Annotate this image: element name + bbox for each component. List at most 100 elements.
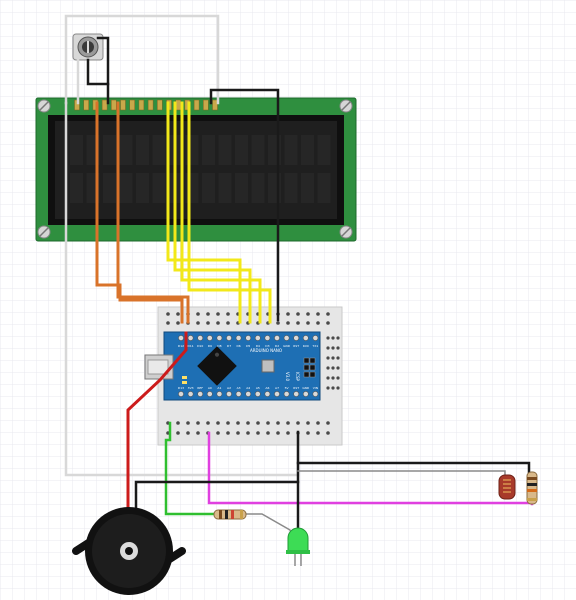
nano-pin-label: A1	[217, 386, 221, 390]
breadboard-hole	[226, 321, 230, 325]
lcd-header-pin	[212, 99, 218, 111]
breadboard-hole	[256, 431, 260, 435]
nano-pin-label: D2	[275, 344, 279, 348]
breadboard-hole	[266, 421, 270, 425]
nano-pin-top	[283, 335, 290, 341]
potentiometer	[72, 33, 104, 61]
breadboard-hole	[226, 312, 230, 316]
icsp-pin	[309, 371, 316, 378]
wire-yellow-3	[180, 101, 262, 324]
nano-pin-label: D7	[227, 344, 231, 348]
breadboard-hole	[236, 431, 240, 435]
nano-pin-label: A6	[265, 386, 269, 390]
nano-version-text: V3.0	[285, 372, 290, 382]
icsp-pin	[309, 357, 316, 364]
breadboard-hole	[316, 431, 320, 435]
nano-pin-label: GND	[302, 386, 310, 390]
lcd-cell	[317, 173, 331, 203]
breadboard-hole	[196, 321, 200, 325]
breadboard-hole	[176, 421, 180, 425]
nano-pin-bottom	[216, 391, 223, 397]
nano-pin-label: D9	[208, 344, 212, 348]
nano-pins	[178, 335, 319, 397]
lcd-cell	[284, 135, 298, 165]
lcd-cell	[136, 173, 149, 203]
breadboard-hole	[236, 421, 240, 425]
nano-pin-top	[197, 335, 204, 341]
lcd-cell	[185, 173, 199, 203]
lcd-cell	[103, 173, 116, 203]
nano-pin-label: TX1	[312, 344, 319, 348]
lcd-cell	[70, 173, 83, 203]
breadboard-hole	[176, 312, 180, 316]
lcd-header-pin	[83, 99, 89, 111]
nano-pin-top	[254, 335, 261, 341]
nano-pin-label: D8	[217, 344, 221, 348]
breadboard-hole	[246, 421, 250, 425]
lcd-cell	[251, 173, 265, 203]
nano-pin-label: D12	[178, 344, 184, 348]
nano-pin-label: RST	[293, 344, 299, 348]
nano-pin-label: 5V	[285, 386, 290, 390]
breadboard-hole	[336, 346, 340, 350]
nano-pin-label: 3V3	[188, 386, 194, 390]
lcd-cell	[119, 135, 133, 165]
icsp-pin	[303, 364, 310, 371]
nano-pin-bottom	[293, 391, 300, 397]
wire-green	[164, 421, 216, 516]
lcd-cell	[251, 135, 265, 165]
nano-pin-label: D13	[178, 386, 184, 390]
nano-pin-top	[235, 335, 242, 341]
breadboard-hole	[216, 321, 220, 325]
lcd-header-pin	[147, 99, 154, 111]
lcd-cell	[185, 135, 199, 165]
icsp-header	[303, 357, 316, 378]
lcd-header-pin	[138, 99, 145, 111]
breadboard-hole	[326, 336, 330, 340]
icsp-pin	[303, 357, 310, 364]
breadboard-hole	[216, 421, 220, 425]
breadboard-hole	[316, 321, 320, 325]
nano-pin-bottom	[226, 391, 232, 397]
breadboard-hole	[306, 321, 310, 325]
breadboard-hole	[216, 431, 220, 435]
nano-pin-bottom	[245, 391, 252, 397]
nano-pin-top	[264, 335, 271, 341]
nano-pin-label: D10	[197, 344, 203, 348]
breadboard-hole	[286, 312, 290, 316]
breadboard-hole	[276, 431, 280, 435]
breadboard-hole	[336, 336, 340, 340]
breadboard-hole	[216, 312, 220, 316]
nano-pin-label: RX0	[303, 344, 309, 348]
breadboard-hole	[296, 312, 300, 316]
breadboard-hole	[326, 431, 330, 435]
nano-pin-top	[312, 335, 319, 341]
nano-pin-label: A4	[246, 386, 250, 390]
resistor-led	[213, 509, 247, 520]
breadboard-hole	[266, 431, 270, 435]
lcd-header-pin	[157, 99, 163, 111]
breadboard-hole	[331, 366, 335, 370]
nano-pin-bottom	[264, 391, 271, 397]
nano-pin-top	[187, 335, 194, 341]
wire-black-ldr	[296, 461, 531, 474]
nano-pin-label: D11	[188, 344, 194, 348]
nano-pin-label: VIN	[313, 386, 318, 390]
breadboard-hole	[326, 366, 330, 370]
piezo-buzzer	[72, 507, 186, 595]
nano-pin-label: RST	[293, 386, 299, 390]
nano-pin-bottom	[178, 391, 184, 397]
breadboard-hole	[166, 312, 170, 316]
breadboard-hole	[326, 421, 330, 425]
breadboard-hole	[286, 431, 290, 435]
lcd-cell	[70, 135, 83, 165]
icsp-text: ICSP	[295, 372, 300, 382]
wire-orange-1	[95, 101, 184, 324]
breadboard-hole	[196, 431, 200, 435]
lcd-cell	[119, 173, 133, 203]
breadboard-hole	[326, 376, 330, 380]
lcd-cell	[152, 173, 166, 203]
